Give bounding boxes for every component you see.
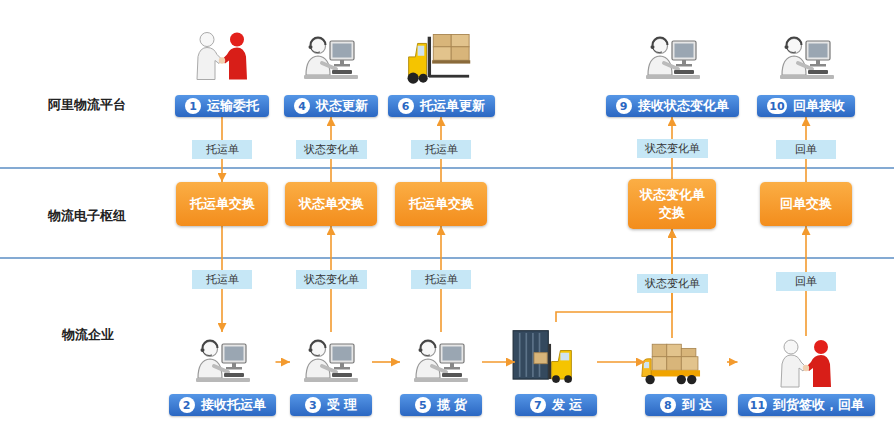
step-text: 揽 货 (437, 396, 468, 414)
step-text: 接收托运单 (201, 396, 266, 414)
step-text: 回单接收 (793, 97, 845, 115)
step-label: 4 状态更新 (284, 95, 378, 117)
band-divider (0, 167, 894, 169)
step-node: 11 到货签收，回单 (738, 336, 875, 416)
exchange-text: 托运单交换 (409, 195, 474, 213)
step-node: 7 发 运 (515, 322, 597, 416)
step-text: 发 运 (552, 396, 583, 414)
document-tag: 托运单 (411, 140, 471, 159)
step-label: 5 揽 货 (400, 394, 482, 416)
step-text: 状态更新 (316, 97, 368, 115)
step-node: 10 回单接收 (757, 95, 855, 117)
exchange-box: 托运单交换 (395, 182, 487, 226)
step-number: 2 (179, 397, 195, 413)
exchange-text: 状态单交换 (299, 195, 364, 213)
exchange-box: 状态单交换 (285, 182, 377, 226)
step-number: 4 (294, 98, 310, 114)
operator-icon (646, 38, 700, 80)
step-label: 3 受 理 (290, 394, 372, 416)
step-node: 4 状态更新 (284, 95, 378, 117)
step-label: 11 到货签收，回单 (738, 394, 875, 416)
step-text: 接收状态变化单 (638, 97, 729, 115)
exchange-box: 回单交换 (760, 182, 852, 226)
flow-arrow (727, 361, 738, 363)
flow-arrow (372, 361, 400, 363)
document-tag: 托运单 (192, 140, 252, 159)
step-number: 8 (660, 397, 676, 413)
step-text: 托运单更新 (420, 97, 485, 115)
step-node: 6 托运单更新 (388, 95, 495, 117)
step-node: 5 揽 货 (400, 332, 482, 416)
flow-arrow (276, 361, 291, 363)
step-number: 1 (185, 98, 201, 114)
document-tag: 托运单 (411, 270, 471, 289)
document-tag: 状态变化单 (296, 140, 367, 159)
step-node: 8 到 达 (645, 338, 727, 416)
exchange-box: 托运单交换 (176, 182, 268, 226)
step-text: 到货签收，回单 (773, 396, 864, 414)
flow-arrow (597, 361, 645, 363)
exchange-text: 状态变化单 交换 (634, 186, 710, 221)
document-tag: 回单 (776, 140, 836, 159)
band-label: 物流企业 (62, 326, 114, 344)
step-number: 9 (616, 98, 632, 114)
step-node: 2 接收托运单 (169, 332, 276, 416)
document-tag: 托运单 (192, 270, 252, 289)
flow-arrow (482, 361, 515, 363)
step-label: 2 接收托运单 (169, 394, 276, 416)
handshake-icon (781, 340, 831, 387)
document-tag: 回单 (776, 272, 836, 291)
step-label: 8 到 达 (645, 394, 727, 416)
step-text: 运输委托 (207, 97, 259, 115)
step-number: 3 (305, 397, 321, 413)
step-label: 9 接收状态变化单 (606, 95, 739, 117)
step-number: 6 (398, 98, 414, 114)
document-tag: 状态变化单 (637, 139, 708, 158)
forklift-icon (408, 34, 471, 83)
operator-icon (304, 38, 358, 80)
step-number: 5 (415, 397, 431, 413)
exchange-box: 状态变化单 交换 (628, 179, 716, 229)
operator-icon (414, 341, 468, 383)
step-number: 7 (530, 397, 546, 413)
step-number: 10 (767, 98, 786, 114)
document-tag: 状态变化单 (637, 274, 708, 293)
handshake-icon (197, 33, 247, 80)
step-node: 1 运输委托 (175, 95, 269, 117)
exchange-text: 回单交换 (780, 195, 832, 213)
step-label: 6 托运单更新 (388, 95, 495, 117)
truck-icon (642, 344, 700, 384)
step-text: 受 理 (327, 396, 358, 414)
container-forklift-icon (513, 331, 572, 383)
band-divider (0, 257, 894, 259)
step-text: 到 达 (682, 396, 713, 414)
step-node: 3 受 理 (290, 332, 372, 416)
operator-icon (304, 341, 358, 383)
band-label: 物流电子枢纽 (48, 207, 126, 225)
step-label: 7 发 运 (515, 394, 597, 416)
step-node: 9 接收状态变化单 (606, 95, 739, 117)
operator-icon (780, 38, 834, 80)
step-label: 1 运输委托 (175, 95, 269, 117)
document-tag: 状态变化单 (296, 270, 367, 289)
operator-icon (196, 341, 250, 383)
exchange-text: 托运单交换 (190, 195, 255, 213)
step-label: 10 回单接收 (757, 95, 855, 117)
band-label: 阿里物流平台 (48, 96, 126, 114)
step-number: 11 (748, 397, 767, 413)
